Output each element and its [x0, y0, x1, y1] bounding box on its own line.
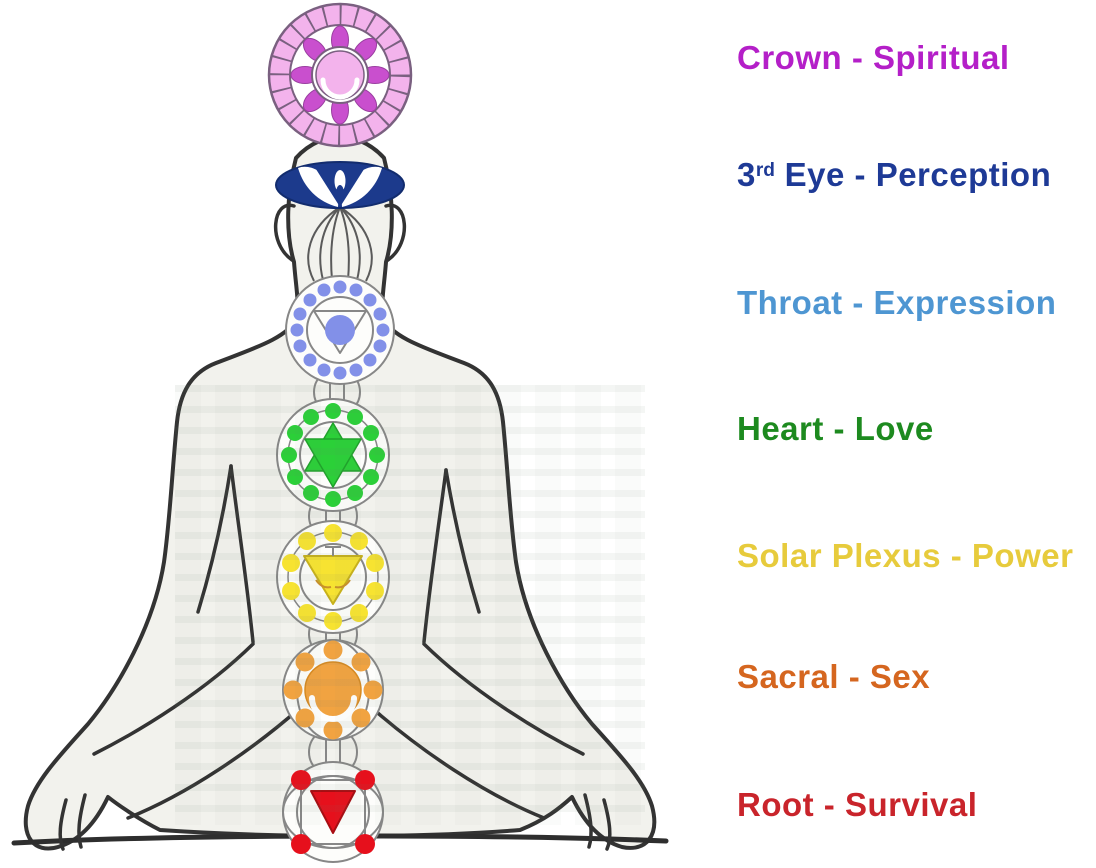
nadi-lines — [307, 206, 373, 282]
root-triangle — [310, 790, 356, 834]
label-text: 3 — [737, 156, 756, 193]
left-ear — [274, 203, 296, 262]
left-shin-line — [126, 706, 302, 820]
solar-plexus-chakra-symbol — [276, 520, 390, 634]
right-armpit — [444, 468, 481, 614]
chakra-label-third-eye: 3rd Eye - Perception — [737, 156, 1051, 194]
right-shin-line — [370, 706, 546, 820]
chakra-label-root: Root - Survival — [737, 786, 977, 824]
chakra-label-throat: Throat - Expression — [737, 284, 1056, 322]
right-knee-line — [422, 642, 585, 756]
throat-chakra-symbol — [285, 275, 395, 385]
third-eye-chakra-symbol — [275, 161, 405, 209]
left-hand-finger — [77, 793, 87, 849]
crown-crescent — [320, 77, 360, 100]
right-inner-arm — [422, 468, 448, 644]
sacral-chakra-symbol — [282, 639, 384, 741]
third-eye-right-wing — [341, 166, 382, 207]
chakra-label-heart: Heart - Love — [737, 410, 934, 448]
chakra-label-crown: Crown - Spiritual — [737, 39, 1010, 77]
solar-petal-dots — [282, 524, 384, 630]
left-inner-arm — [229, 464, 255, 644]
heart-hexagram — [304, 422, 362, 488]
root-corner-dots — [291, 770, 375, 854]
label-text: Eye - Perception — [774, 156, 1052, 193]
crown-spokes — [269, 4, 411, 146]
label-text: Crown - Spiritual — [737, 39, 1010, 76]
left-armpit — [196, 464, 233, 614]
root-chakra-symbol — [282, 761, 384, 863]
heart-petal-dots — [281, 403, 385, 507]
chakra-label-solar-plexus: Solar Plexus - Power — [737, 537, 1073, 575]
solar-curl-marks — [315, 579, 351, 589]
chakra-label-sacral: Sacral - Sex — [737, 658, 930, 696]
right-ear — [384, 203, 406, 262]
label-text: Solar Plexus - Power — [737, 537, 1074, 574]
third-eye-white-drop — [334, 170, 346, 192]
crown-center-circle — [315, 50, 365, 100]
left-knee-line — [92, 642, 255, 756]
label-superscript: rd — [755, 160, 775, 182]
third-eye-left-wing — [298, 166, 339, 207]
sacral-petal-dots — [283, 640, 383, 740]
third-eye-center-drop — [336, 185, 344, 201]
right-hand-finger — [602, 798, 612, 851]
label-text: Throat - Expression — [737, 284, 1057, 321]
sacral-crescent — [309, 695, 357, 722]
label-text: Heart - Love — [737, 410, 934, 447]
throat-petal-dots — [290, 280, 390, 380]
meditating-figure-illustration — [11, 2, 669, 863]
heart-chakra-symbol — [276, 398, 390, 512]
left-hand-finger — [58, 798, 68, 851]
label-text: Root - Survival — [737, 786, 978, 823]
right-hand-finger — [583, 793, 593, 849]
label-text: Sacral - Sex — [737, 658, 931, 695]
throat-center-dot — [325, 315, 355, 345]
solar-t-mark — [325, 546, 341, 556]
crown-chakra-symbol — [267, 2, 413, 148]
